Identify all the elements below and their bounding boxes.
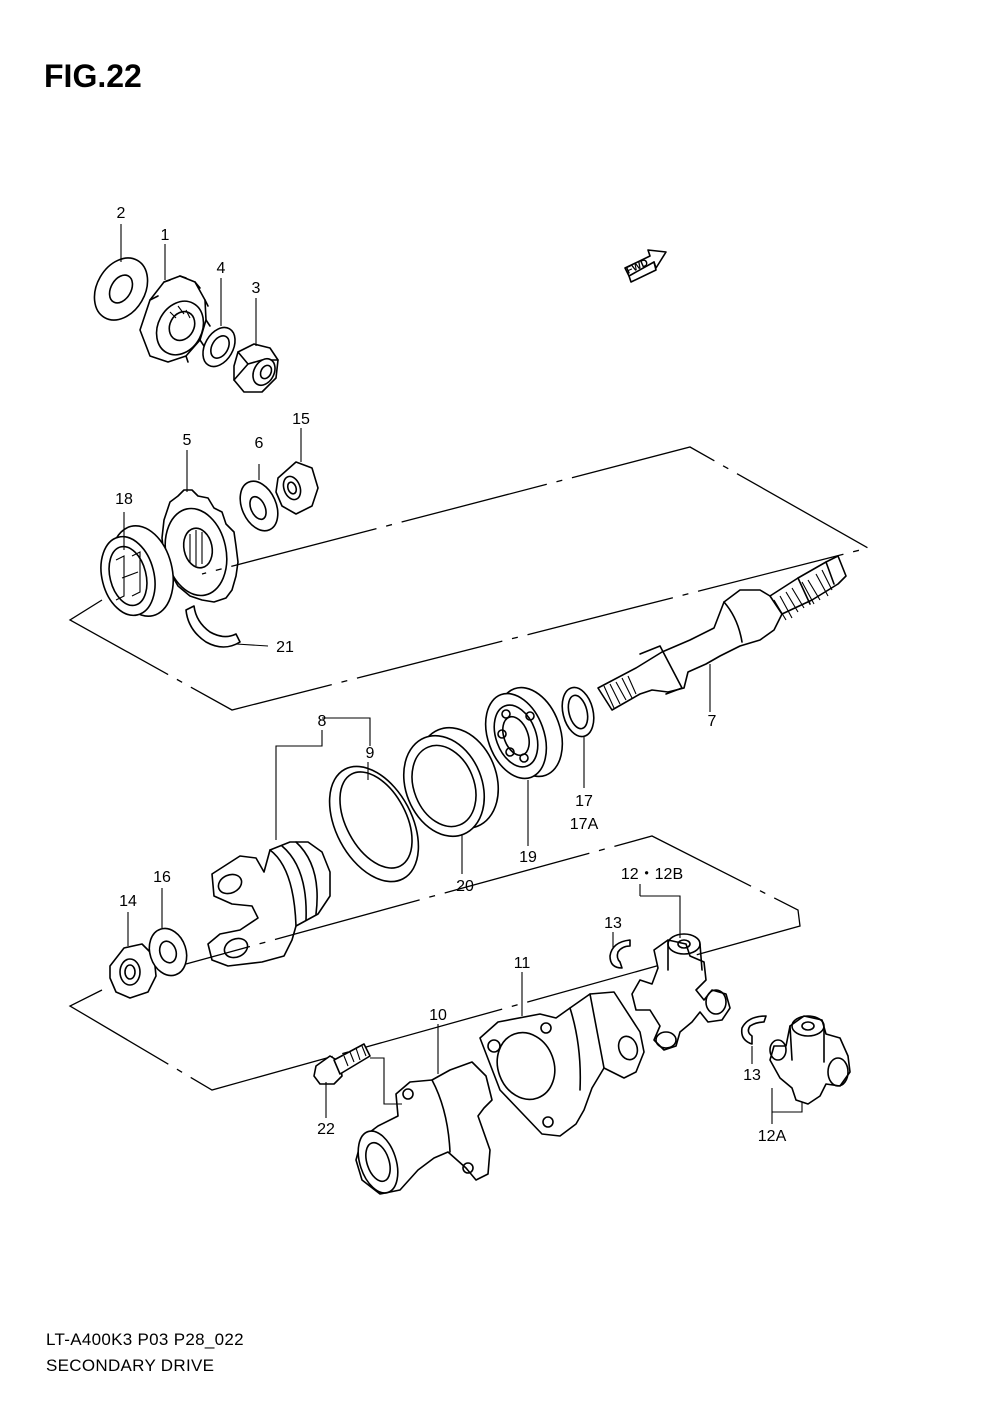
label-part-8: 8 (318, 713, 327, 730)
label-part-5: 5 (183, 432, 192, 449)
part-1-bevel-gear (139, 275, 211, 363)
part-16-washer (148, 927, 188, 977)
label-part-7: 7 (708, 713, 717, 730)
part-20-dust-seal (402, 726, 500, 838)
figure-name: SECONDARY DRIVE (46, 1356, 215, 1375)
label-part-9: 9 (366, 745, 375, 762)
label-part-18: 18 (115, 491, 133, 508)
label-part-15: 15 (292, 411, 310, 428)
label-part-19: 19 (519, 849, 537, 866)
part-5-bevel-gear (161, 489, 239, 603)
part-18-bearing (100, 524, 174, 618)
label-part-16: 16 (153, 869, 171, 886)
part-7-drive-shaft (597, 555, 847, 711)
label-part-17a: 17A (570, 816, 599, 833)
part-3-nut (233, 343, 279, 393)
part-14-nut (109, 943, 157, 999)
assembly-box-lower (68, 835, 801, 1091)
label-part-13-upper: 13 (604, 915, 622, 932)
assembly-box-upper (68, 446, 870, 711)
label-part-4: 4 (217, 260, 226, 277)
label-part-12a: 12A (758, 1128, 787, 1145)
figure-code: LT-A400K3 P03 P28_022 (46, 1330, 244, 1349)
part-12a-universal-joint (769, 1015, 851, 1105)
figure-title: FIG.22 (44, 58, 142, 94)
label-part-3: 3 (252, 280, 261, 297)
label-part-12-12b: 12・12B (621, 866, 683, 883)
part-9-seal-ring (328, 765, 420, 883)
part-15-spacer (275, 461, 319, 515)
label-part-1: 1 (161, 227, 170, 244)
part-19-ball-bearing (484, 686, 564, 780)
fwd-arrow-icon: FWD (624, 249, 667, 283)
label-part-20: 20 (456, 878, 474, 895)
part-22-bolt (313, 1043, 371, 1085)
label-part-21: 21 (276, 639, 294, 656)
part-labels: 2 1 4 3 5 6 15 18 21 7 17 17A 19 20 8 9 … (115, 205, 786, 1145)
leader-lines (120, 224, 803, 1124)
label-part-14: 14 (119, 893, 137, 910)
label-part-10: 10 (429, 1007, 447, 1024)
part-17-oil-seal (561, 686, 595, 738)
part-2-washer (93, 257, 149, 321)
part-4-washer (202, 326, 236, 368)
part-6-washer (239, 480, 279, 532)
part-21-circlip (185, 605, 241, 648)
label-part-6: 6 (255, 435, 264, 452)
part-10-output-coupling (355, 1061, 493, 1195)
part-11-flange-yoke (479, 991, 645, 1137)
label-part-11: 11 (514, 955, 531, 972)
label-part-13-lower: 13 (743, 1067, 761, 1084)
label-part-2: 2 (117, 205, 126, 222)
label-part-17: 17 (575, 793, 593, 810)
part-8-drive-yoke (207, 841, 331, 967)
part-12-universal-joint (631, 933, 731, 1051)
part-13-circlip-lower (740, 1015, 767, 1045)
label-part-22: 22 (317, 1121, 335, 1138)
part-13-circlip-upper (609, 939, 631, 969)
